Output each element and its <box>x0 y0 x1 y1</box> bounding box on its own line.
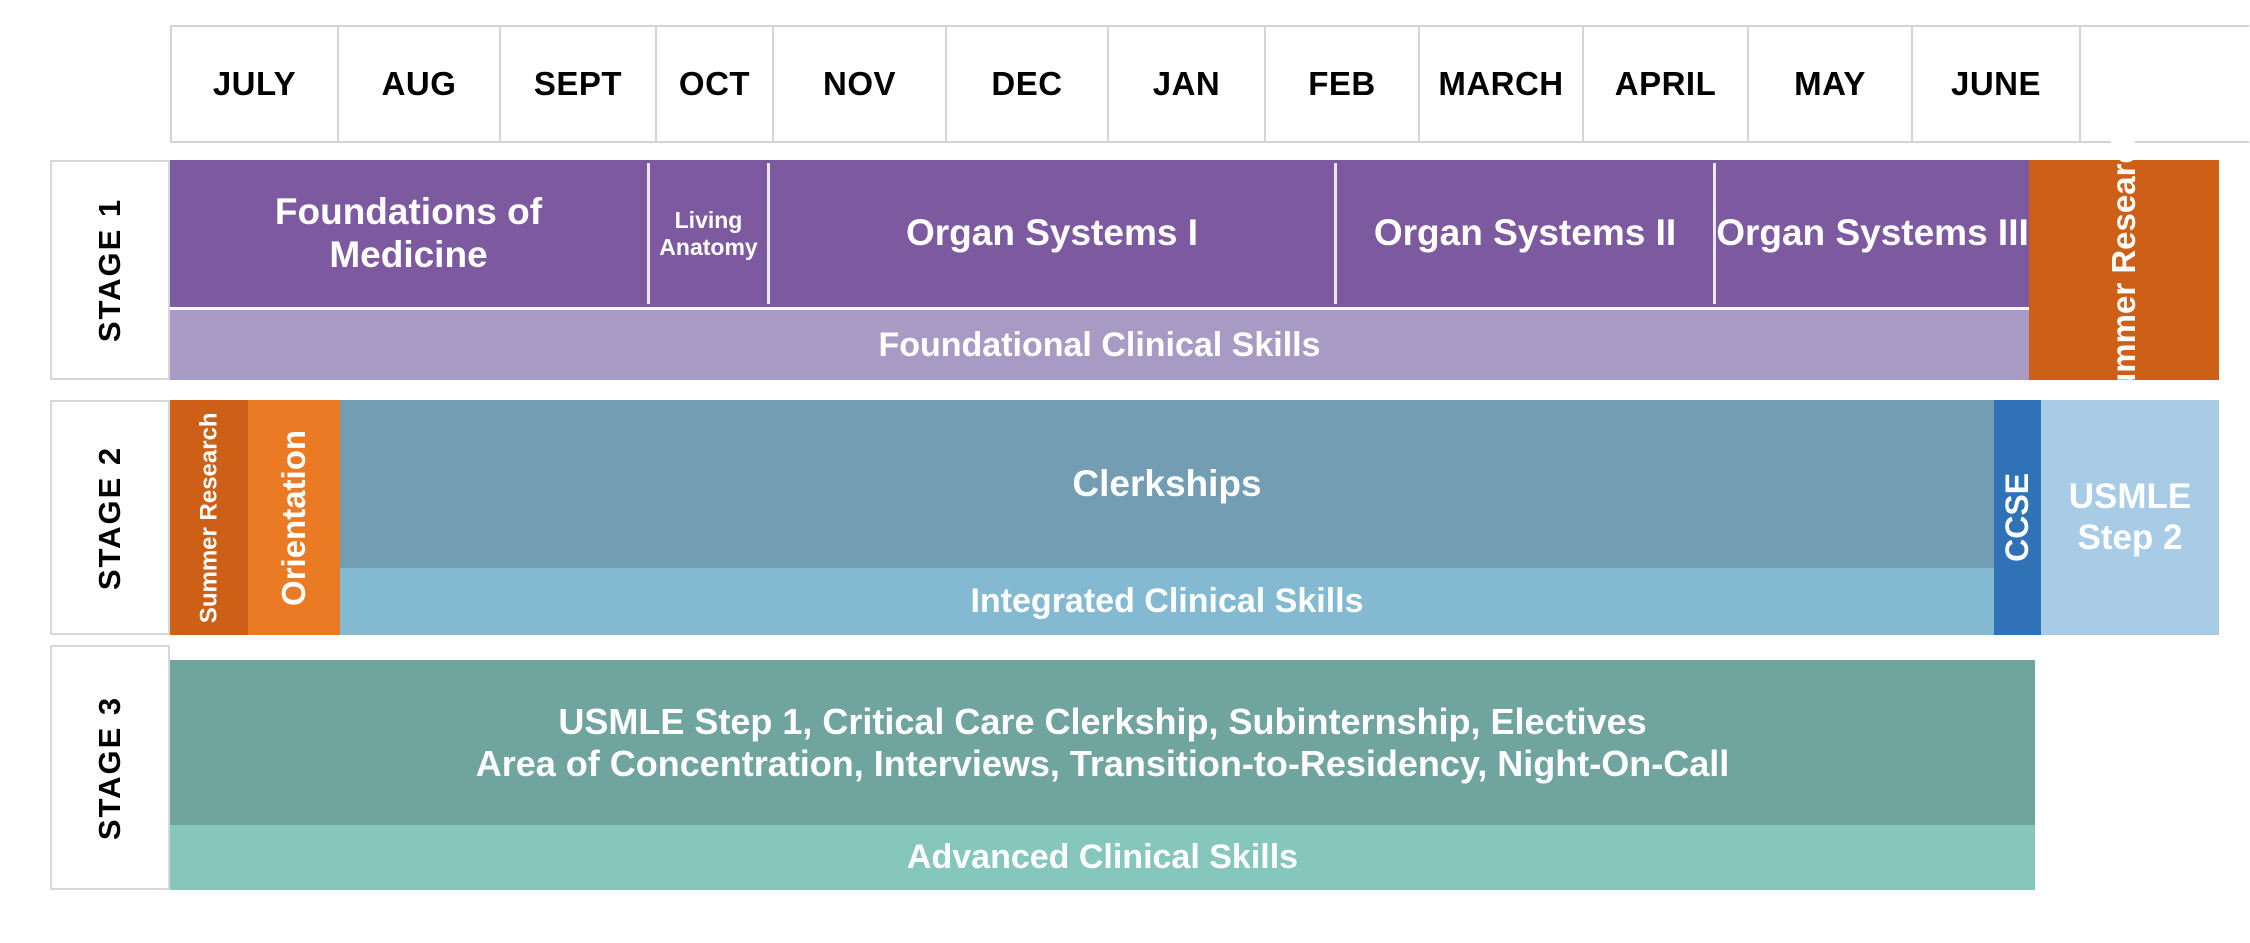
month-cell-oct[interactable]: OCT <box>657 27 774 141</box>
block-label: Summer Research <box>2105 125 2143 415</box>
stage1-divider-4 <box>1713 163 1716 304</box>
stage1-divider-1 <box>647 163 650 304</box>
block-clerkships[interactable]: Clerkships <box>340 400 1994 568</box>
month-cell-aug[interactable]: AUG <box>339 27 501 141</box>
stage1-course-bar <box>170 160 2029 307</box>
month-cell-march[interactable]: MARCH <box>1420 27 1584 141</box>
month-cell-jan[interactable]: JAN <box>1109 27 1266 141</box>
month-cell-dec[interactable]: DEC <box>947 27 1109 141</box>
block-label: Summer Research <box>195 412 223 623</box>
block-orientation[interactable]: Orientation <box>248 400 340 635</box>
block-living-anatomy[interactable]: Living Anatomy <box>659 207 758 260</box>
band-foundational-clinical-skills[interactable]: Foundational Clinical Skills <box>170 310 2029 380</box>
month-cell-april[interactable]: APRIL <box>1584 27 1749 141</box>
month-cell-sept[interactable]: SEPT <box>501 27 657 141</box>
stage-label-text: STAGE 2 <box>92 445 127 590</box>
stage-label-stage-3: STAGE 3 <box>50 645 170 890</box>
block-stage1-summer-research[interactable]: Summer Research <box>2029 125 2219 415</box>
block-ccse[interactable]: CCSE <box>1994 400 2041 635</box>
band-integrated-clinical-skills[interactable]: Integrated Clinical Skills <box>340 568 1994 635</box>
block-label: CCSE <box>1999 473 2036 562</box>
band-advanced-clinical-skills[interactable]: Advanced Clinical Skills <box>170 825 2035 890</box>
month-cell-june[interactable]: JUNE <box>1913 27 2081 141</box>
block-stage2-summer-research[interactable]: Summer Research <box>170 400 248 635</box>
block-usmle-step-2[interactable]: USMLE Step 2 <box>2041 400 2219 635</box>
block-label: Orientation <box>275 429 313 606</box>
stage-label-stage-2: STAGE 2 <box>50 400 170 635</box>
stage1-divider-2 <box>767 163 770 304</box>
block-organ-systems-3[interactable]: Organ Systems III <box>1716 212 2029 254</box>
month-cell-july[interactable]: JULY <box>172 27 339 141</box>
stage1-divider-3 <box>1334 163 1337 304</box>
stage-label-stage-1: STAGE 1 <box>50 160 170 380</box>
stage-label-text: STAGE 3 <box>92 695 127 840</box>
block-stage3-activities[interactable]: USMLE Step 1, Critical Care Clerkship, S… <box>170 660 2035 825</box>
stage-label-text: STAGE 1 <box>92 197 127 343</box>
month-cell-may[interactable]: MAY <box>1749 27 1913 141</box>
block-organ-systems-2[interactable]: Organ Systems II <box>1373 212 1677 254</box>
block-organ-systems-1[interactable]: Organ Systems I <box>905 212 1198 254</box>
month-cell-feb[interactable]: FEB <box>1266 27 1420 141</box>
month-cell-nov[interactable]: NOV <box>774 27 947 141</box>
block-foundations-of-medicine[interactable]: Foundations of Medicine <box>274 190 543 275</box>
